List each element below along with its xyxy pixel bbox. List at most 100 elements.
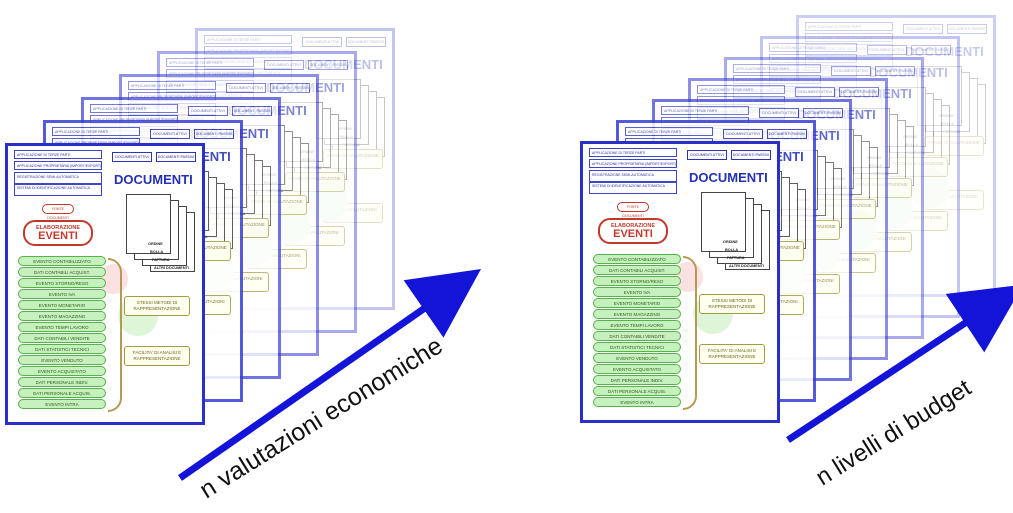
side-box-metodi: STESSI METODI DI RAPPRESENTAZIONE xyxy=(124,296,190,316)
mini-doc-label: FATTURA xyxy=(943,130,961,134)
header-row: SISTEMI DI IDENTIFICAZIONE AUTOMATICA xyxy=(805,55,893,68)
header-row: APPLICAZIONE DI TERZE PARTI xyxy=(733,64,821,73)
documenti-attivi-box: DOCUMENTI ATTIVI xyxy=(723,129,763,139)
documenti-passivi-box: DOCUMENTI PASSIVI xyxy=(270,83,310,93)
header-row: APPLICAZIONE DI TERZE PARTI xyxy=(90,104,178,113)
evento-item: EVENTO TEMPI LAVORO xyxy=(18,322,106,332)
evento-item: EVENTO INTRA xyxy=(593,397,681,407)
documenti-attivi-box: DOCUMENTI ATTIVI xyxy=(302,37,342,47)
documenti-attivi-box: DOCUMENTI ATTIVI xyxy=(687,150,727,160)
header-row: APPLICAZIONE DI TERZE PARTI xyxy=(697,85,785,94)
evento-item: DATI STATISTICI TECNICI xyxy=(593,342,681,352)
evento-item: DATI CONTABILI ACQUIST. xyxy=(593,265,681,275)
mini-document xyxy=(889,93,934,153)
mini-doc-label: ORDINE xyxy=(903,135,918,139)
analisi-box: ANALISI VALUTAZIONI xyxy=(888,211,948,231)
mini-doc-label: ALTRI DOCUMENTI xyxy=(306,174,341,178)
fondi-box: FONDI DI VALUTAZIONE xyxy=(924,136,984,156)
mini-document xyxy=(897,99,942,159)
evento-item: EVENTO ACQUISTATO xyxy=(593,364,681,374)
evento-item: EVENTO VENDUTO xyxy=(18,355,106,365)
documenti-passivi-box: DOCUMENTI PASSIVI xyxy=(232,106,272,116)
documenti-title: DOCUMENTI xyxy=(114,172,193,187)
eventi-title: EVENTI xyxy=(38,230,78,242)
header-row: APPLICAZIONE DI TERZE PARTI xyxy=(805,22,893,31)
header-row: REGISTRAZIONE SEMI-AUTOMATICA xyxy=(589,170,677,183)
mini-doc-label: ALTRI DOCUMENTI xyxy=(909,159,944,163)
header-row: REGISTRAZIONE SEMI-AUTOMATICA xyxy=(769,65,857,78)
header-row: APPLICAZIONE PROPRIETARIA (IMPORT/EXPORT… xyxy=(14,161,102,170)
mini-document xyxy=(332,91,377,151)
documenti-passivi-box: DOCUMENTI PASSIVI xyxy=(839,87,879,97)
documenti-attivi-box: DOCUMENTI ATTIVI xyxy=(795,87,835,97)
mini-doc-label: ALTRI DOCUMENTI xyxy=(154,266,189,270)
header-row: APPLICAZIONE PROPRIETARIA (IMPORT/EXPORT… xyxy=(805,33,893,42)
documenti-passivi-box: DOCUMENTI PASSIVI xyxy=(767,129,807,139)
evento-item: EVENTO MAGAZZINO xyxy=(18,311,106,321)
mini-document xyxy=(905,105,950,165)
elaborazione-label: ELABORAZIONE xyxy=(611,223,655,229)
header-row: APPLICAZIONE PROPRIETARIA (IMPORT/EXPORT… xyxy=(589,159,677,168)
header-row: REGISTRAZIONE SEMI-AUTOMATICA xyxy=(14,172,102,185)
documenti-attivi-box: DOCUMENTI ATTIVI xyxy=(264,60,304,70)
mini-document xyxy=(941,84,986,144)
documenti-attivi-box: DOCUMENTI ATTIVI xyxy=(903,24,943,34)
fondi-box: FONDI DI VALUTAZIONE xyxy=(888,157,948,177)
header-row: REGISTRAZIONE SEMI-AUTOMATICA xyxy=(805,44,893,57)
evento-item: DATI PERSONALE INDIV. xyxy=(18,377,106,387)
left-trend-arrow xyxy=(178,269,482,481)
header-row: APPLICAZIONE DI TERZE PARTI xyxy=(589,148,677,157)
mini-document xyxy=(701,192,746,252)
header-row: APPLICAZIONE DI TERZE PARTI xyxy=(166,58,254,67)
mini-doc-label: BOLLA xyxy=(905,143,918,147)
documenti-passivi-box: DOCUMENTI PASSIVI xyxy=(346,37,386,47)
documenti-attivi-box: DOCUMENTI ATTIVI xyxy=(867,45,907,55)
evento-item: DATI PERSONALE INDIV. xyxy=(593,375,681,385)
evento-item: DATI STATISTICI TECNICI xyxy=(18,344,106,354)
evento-item: DATI CONTABILI VENDITE xyxy=(18,333,106,343)
mini-doc-label: BOLLA xyxy=(150,250,164,254)
header-row: APPLICAZIONE DI TERZE PARTI xyxy=(661,106,749,115)
documenti-attivi-box: DOCUMENTI ATTIVI xyxy=(831,66,871,76)
header-row: APPLICAZIONE PROPRIETARIA (IMPORT/EXPORT… xyxy=(204,46,292,55)
documenti-attivi-box: DOCUMENTI ATTIVI xyxy=(759,108,799,118)
mini-doc-label: ALTRI DOCUMENTI xyxy=(945,138,980,142)
deco-blob-green xyxy=(909,168,949,208)
documenti-attivi-box: DOCUMENTI ATTIVI xyxy=(188,106,228,116)
mini-doc-label: ALTRI DOCUMENTI xyxy=(873,180,908,184)
evento-item: EVENTO MONETARIO xyxy=(593,298,681,308)
evento-item: DATI CONTABILI ACQUIST. xyxy=(18,267,106,277)
mini-document xyxy=(917,66,962,126)
documenti-attivi-box: DOCUMENTI ATTIVI xyxy=(226,83,266,93)
mini-document xyxy=(933,78,978,138)
evento-item: EVENTO VENDUTO xyxy=(593,353,681,363)
documenti-passivi-box: DOCUMENTI PASSIVI xyxy=(156,152,196,162)
mini-doc-label: BOLLA xyxy=(340,135,353,139)
evento-item: EVENTO STORNO/RESO xyxy=(18,278,106,288)
fondi-box: FONDI DI VALUTAZIONE xyxy=(323,149,383,169)
mini-document xyxy=(925,72,970,132)
header-row: APPLICAZIONE DI TERZE PARTI xyxy=(204,35,292,44)
evento-item: EVENTO IVA xyxy=(18,289,106,299)
evento-item: EVENTO IVA xyxy=(593,287,681,297)
mini-document xyxy=(881,87,926,147)
mini-doc-label: ORDINE xyxy=(723,240,738,244)
documenti-passivi-box: DOCUMENTI PASSIVI xyxy=(308,60,348,70)
mini-doc-label: FATTURA xyxy=(342,143,360,147)
elaborazione-label: ELABORAZIONE xyxy=(36,225,80,231)
evento-item: EVENTO ACQUISTATO xyxy=(18,366,106,376)
mini-doc-label: ALTRI DOCUMENTI xyxy=(344,151,379,155)
documenti-passivi-box: DOCUMENTI PASSIVI xyxy=(911,45,951,55)
evento-item: EVENTO CONTABILIZZATO xyxy=(593,254,681,264)
documenti-attivi-box: DOCUMENTI ATTIVI xyxy=(150,129,190,139)
documenti-passivi-box: DOCUMENTI PASSIVI xyxy=(875,66,915,76)
analisi-box: ANALISI VALUTAZIONI xyxy=(924,190,984,210)
mini-document xyxy=(340,97,385,157)
documenti-passivi-box: DOCUMENTI PASSIVI xyxy=(947,24,987,34)
documenti-attivi-box: DOCUMENTI ATTIVI xyxy=(112,152,152,162)
mini-doc-label: ALTRI DOCUMENTI xyxy=(729,264,764,268)
fonte-documenti-badge: FONTE DOCUMENTI xyxy=(42,204,74,220)
header-row: APPLICAZIONE PROPRIETARIA (IMPORT/EXPORT… xyxy=(769,54,857,63)
